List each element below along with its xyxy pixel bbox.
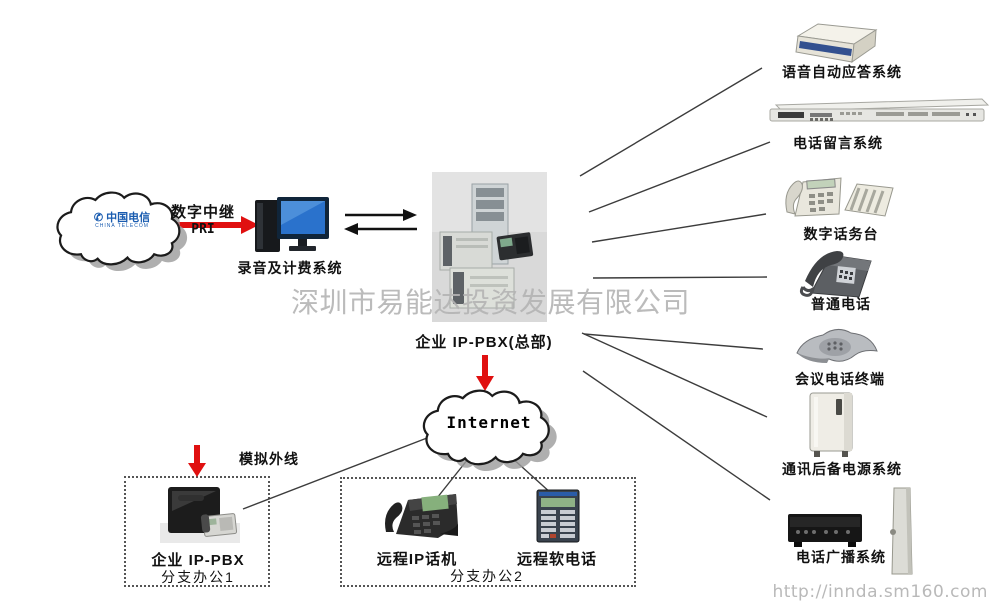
connector-line bbox=[581, 332, 768, 418]
branch2-caption: 分支办公2 bbox=[450, 568, 524, 584]
connector-line bbox=[242, 437, 428, 510]
connector-line bbox=[591, 213, 767, 243]
telecom-cloud-image bbox=[56, 191, 188, 272]
branch2-box bbox=[340, 477, 636, 587]
conference-phone-label: 会议电话终端 bbox=[795, 371, 885, 387]
remote-ip-phone-image bbox=[385, 494, 458, 538]
trunk-label: 数字中继 bbox=[170, 204, 236, 221]
connector-lines bbox=[242, 67, 771, 510]
paging-system-label: 电话广播系统 bbox=[796, 549, 886, 565]
ivr-label: 语音自动应答系统 bbox=[782, 64, 902, 80]
recording-computer-image bbox=[255, 197, 329, 252]
red-arrow-internet-icon bbox=[476, 355, 494, 391]
backup-power-image bbox=[809, 392, 853, 457]
hq-pbx-label: 企业 IP-PBX(总部) bbox=[415, 334, 553, 351]
voicemail-device-image bbox=[769, 98, 990, 122]
remote-softphone-label: 远程软电话 bbox=[516, 551, 598, 568]
analog-phone-image bbox=[799, 251, 872, 298]
trunk-label-group: 数字中继 PRI bbox=[171, 201, 235, 237]
internet-cloud-image bbox=[422, 389, 557, 472]
paging-amp-image bbox=[788, 514, 862, 547]
telecom-name: 中国电信 bbox=[106, 212, 151, 224]
recording-system-label: 录音及计费系统 bbox=[237, 260, 343, 276]
analog-line-label: 模拟外线 bbox=[239, 451, 299, 467]
hq-pbx-image bbox=[432, 172, 547, 322]
watermark-text: 深圳市易能达投资发展有限公司 bbox=[291, 288, 691, 319]
paging-speaker-image bbox=[890, 487, 913, 575]
ivr-device-image bbox=[795, 23, 878, 64]
conference-phone-image bbox=[796, 329, 878, 363]
telecom-name-en: CHINA TELECOM bbox=[95, 223, 149, 230]
remote-softphone-image bbox=[536, 489, 580, 543]
connector-line bbox=[582, 370, 771, 501]
analog-phone-label: 普通电话 bbox=[811, 296, 871, 312]
telecom-symbol-icon: ✆ bbox=[93, 212, 104, 224]
remote-ip-phone-label: 远程IP话机 bbox=[376, 551, 458, 568]
attendant-console-image bbox=[785, 177, 894, 217]
connector-line bbox=[588, 141, 771, 213]
backup-power-label: 通讯后备电源系统 bbox=[782, 461, 902, 477]
china-telecom-logo: ✆ 中国电信 CHINA TELECOM bbox=[72, 212, 172, 230]
connector-line bbox=[579, 67, 763, 177]
connector-line bbox=[583, 333, 764, 350]
voicemail-label: 电话留言系统 bbox=[793, 135, 883, 151]
branch1-pbx-image bbox=[160, 487, 240, 543]
site-url: http://innda.sm160.com bbox=[772, 582, 988, 602]
red-arrow-analog-icon bbox=[188, 445, 206, 477]
branch1-pbx-label: 企业 IP-PBX bbox=[151, 552, 245, 569]
internet-label: Internet bbox=[446, 413, 532, 432]
double-arrow-icon bbox=[344, 209, 417, 235]
attendant-console-label: 数字话务台 bbox=[803, 226, 879, 242]
trunk-sub-label: PRI bbox=[191, 222, 215, 237]
branch1-caption: 分支办公1 bbox=[161, 569, 235, 585]
connector-line bbox=[592, 276, 768, 279]
